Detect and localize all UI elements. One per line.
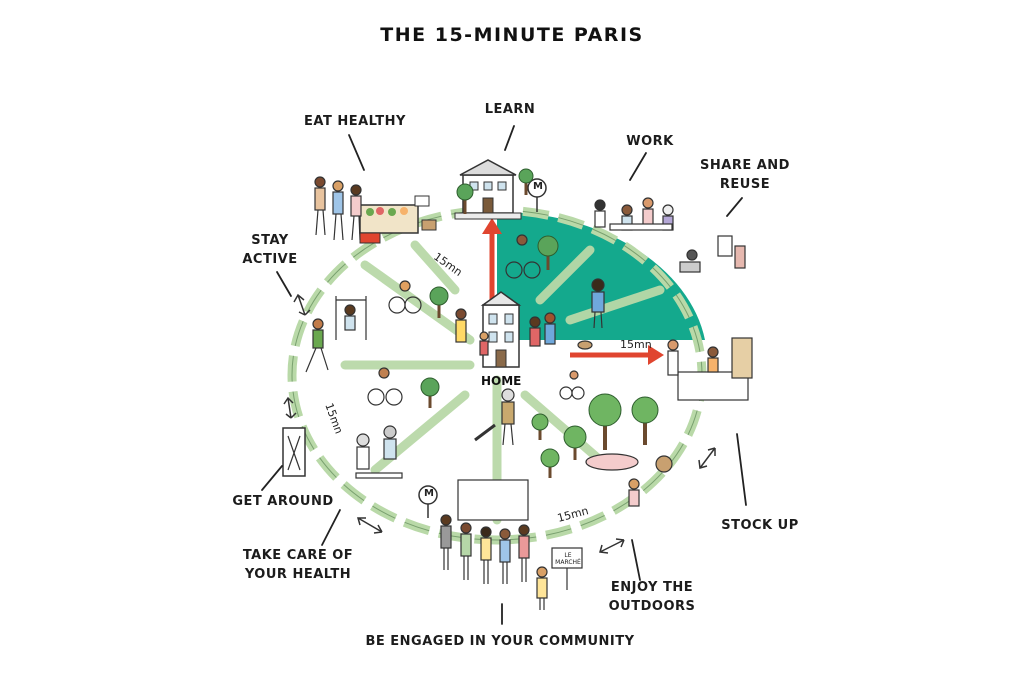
- diagram-title: THE 15-MINUTE PARIS: [380, 24, 644, 46]
- home-building: [480, 291, 522, 368]
- metro-sign-bottom: [418, 485, 438, 518]
- distance-label-right: 15mn: [620, 338, 652, 351]
- label-stock-up: STOCK UP: [721, 518, 799, 533]
- label-work: WORK: [626, 134, 674, 149]
- metro-symbol-bottom: M: [424, 488, 434, 499]
- label-take-care-of-your-health: TAKE CARE OF YOUR HEALTH: [242, 548, 354, 582]
- people-figures: [282, 176, 753, 610]
- red-arrows: [482, 218, 664, 365]
- trees: [420, 168, 659, 478]
- market-sign: LE MARCHÉ: [555, 552, 581, 566]
- metro-symbol-top: M: [533, 181, 543, 192]
- school-building: [454, 159, 522, 220]
- home-label: HOME: [481, 374, 522, 388]
- radial-paths: [340, 240, 665, 525]
- metro-sign-top: [527, 178, 547, 212]
- label-stay-active: STAY ACTIVE: [242, 233, 298, 267]
- label-share-and-reuse: SHARE AND REUSE: [700, 158, 790, 192]
- leader-lines: [261, 125, 747, 625]
- label-eat-healthy: EAT HEALTHY: [304, 114, 406, 129]
- label-get-around: GET AROUND: [232, 494, 334, 509]
- label-enjoy-the-outdoors: ENJOY THE OUTDOORS: [608, 580, 696, 614]
- label-community: BE ENGAGED IN YOUR COMMUNITY: [365, 634, 635, 649]
- label-learn: LEARN: [484, 102, 536, 117]
- double-arrows: [283, 293, 716, 554]
- market-stall: [359, 195, 437, 244]
